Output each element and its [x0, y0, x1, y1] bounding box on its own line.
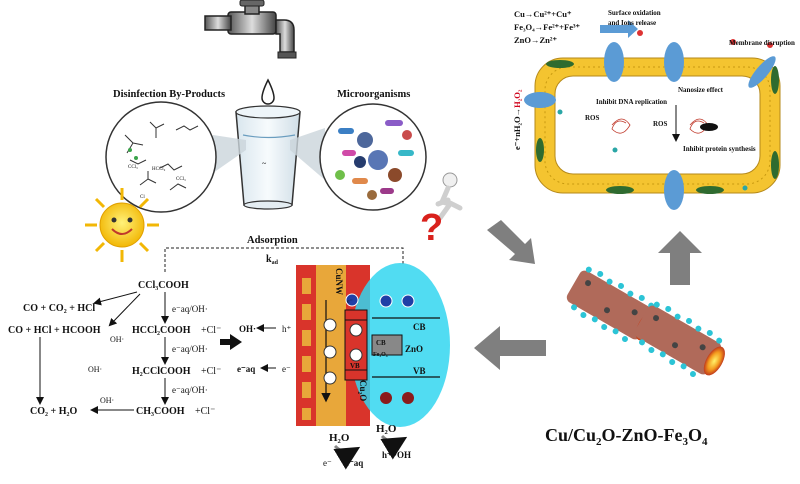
surface-oxidation: Surface oxidation: [608, 9, 661, 17]
svg-text:HCCl₂: HCCl₂: [152, 167, 166, 172]
water-glass: ~: [235, 105, 301, 210]
eaq-bottom: e⁻aq: [345, 458, 363, 468]
e-minus-bottom: e⁻: [323, 458, 332, 468]
cb-small: CB: [376, 339, 386, 347]
h2o-b: H₂O: [376, 423, 397, 435]
oh-3: OH·: [100, 396, 114, 405]
svg-text:Cl: Cl: [140, 195, 145, 200]
nanowire-icon: [566, 266, 725, 378]
adsorption-label: Adsorption: [247, 235, 298, 246]
water-drop-icon: [261, 78, 275, 105]
bacterial-cell: [524, 20, 781, 210]
fe3o4-small: Fe₃O₄: [373, 352, 388, 358]
co2-h2o: CO₂ + H₂O: [30, 406, 77, 417]
dbp-label: Disinfection By-Products: [113, 89, 225, 100]
svg-text:~: ~: [262, 159, 267, 168]
electron-label: e⁻: [347, 299, 353, 305]
micro-cone: [290, 128, 325, 180]
black-arrow: [220, 334, 242, 350]
microorganisms-circle: [319, 103, 427, 211]
arrow-up: [658, 231, 702, 285]
question-mark-icon: ?: [420, 172, 463, 249]
hccl2cooh: HCCl₂COOH: [132, 325, 191, 336]
hplus: h⁺: [282, 324, 292, 334]
h2cclcooh: H₂CClCOOH: [132, 366, 191, 377]
pathway: CCl₃COOH CO + CO₂ + HCl CO + HCl + HCOOH…: [8, 280, 292, 417]
inhibit-protein: Inhibit protein synthesis: [683, 145, 756, 153]
cu2o-label: Cu₂O: [358, 380, 368, 401]
arrow-left: [474, 326, 546, 370]
ions-release: and Ions release: [608, 19, 656, 27]
svg-text:CCl₃: CCl₃: [128, 165, 138, 170]
zno-label: ZnO: [405, 344, 423, 354]
vb-label: VB: [413, 366, 426, 376]
h2o2-equation: e⁻+nH₂O→H₂O₂: [512, 89, 522, 150]
cunw-label: CuNW: [334, 268, 344, 295]
zn-equation: ZnO→Zn²⁺: [514, 35, 557, 45]
membrane-disruption: Membrane disruption: [729, 39, 795, 47]
eaq-oh-3: e⁻aq/OH·: [172, 385, 208, 395]
dbp-cone: [213, 135, 246, 173]
fe-equation: Fe₃O₄→Fe²⁺+Fe³⁺: [514, 22, 581, 32]
svg-text:CCl₃: CCl₃: [176, 177, 186, 182]
co-co2-hcl: CO + CO₂ + HCl: [23, 303, 95, 314]
sun-icon: [85, 188, 159, 262]
ros-2: ROS: [653, 120, 668, 128]
ch3cooh: CH₃COOH: [136, 406, 185, 417]
cl-3: +Cl⁻: [195, 406, 215, 417]
ccl3cooh: CCl₃COOH: [138, 280, 189, 291]
ros-1: ROS: [585, 114, 600, 122]
band-diagram: [296, 263, 450, 427]
arrow-to-membrane: [487, 220, 535, 264]
micro-label: Microorganisms: [337, 89, 410, 100]
nanosize-effect: Nanosize effect: [678, 86, 724, 94]
eaq-right: e⁻aq: [237, 364, 255, 374]
h2o-a: H₂O: [329, 432, 350, 444]
co-hcl-hcooh: CO + HCl + HCOOH: [8, 325, 101, 336]
kad-label: kad: [266, 254, 279, 266]
eaq-oh-1: e⁻aq/OH·: [172, 304, 208, 314]
dbp-circle: CCl₃ HCCl₂ CCl₃ Cl: [105, 101, 217, 213]
cl-1: +Cl⁻: [201, 325, 221, 336]
cl-2: +Cl⁻: [201, 366, 221, 377]
inhibit-dna: Inhibit DNA replication: [596, 98, 667, 106]
cu-equation: Cu→Cu²⁺+Cu⁺: [514, 9, 572, 19]
oh-left: OH·: [239, 324, 256, 334]
eaq-oh-2: e⁻aq/OH·: [172, 344, 208, 354]
eminus: e⁻: [282, 364, 291, 374]
cb-label: CB: [413, 322, 426, 332]
faucet-icon: [204, 0, 297, 59]
adsorption-line: [164, 247, 404, 272]
vb-small: VB: [350, 362, 360, 370]
oh-1: OH·: [110, 335, 124, 344]
oh-2: OH·: [88, 365, 102, 374]
hplus-oh-bottom: h⁺ ·OH: [382, 450, 411, 460]
svg-text:?: ?: [420, 207, 443, 249]
composite-title: Cu/Cu2O-ZnO-Fe3O4: [545, 425, 708, 448]
